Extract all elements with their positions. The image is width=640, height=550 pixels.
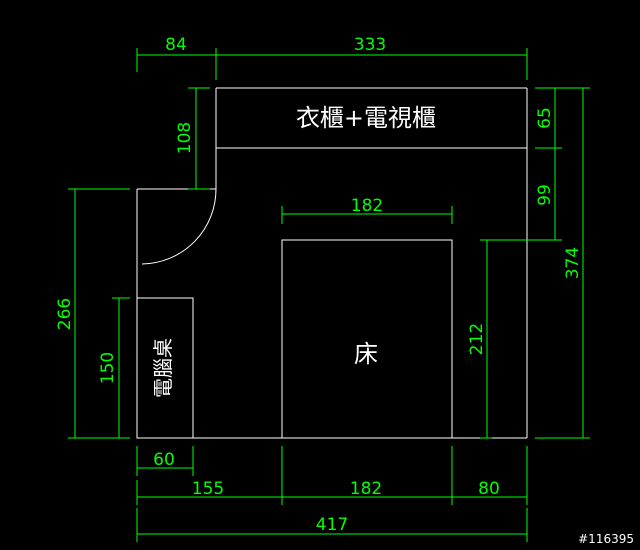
dim-108: 108 bbox=[175, 122, 195, 154]
dim-182-bottom: 182 bbox=[350, 479, 382, 499]
dim-80: 80 bbox=[478, 479, 500, 499]
dim-top-right: 333 bbox=[354, 35, 386, 55]
dim-60: 60 bbox=[153, 450, 175, 470]
dim-bed-width-label: 182 bbox=[351, 196, 383, 216]
dim-desk-height: 150 bbox=[98, 297, 130, 439]
computer-desk: 電腦桌 bbox=[136, 297, 194, 439]
dim-bottom-total: 417 bbox=[136, 508, 528, 542]
dim-top: 84 333 bbox=[136, 35, 528, 80]
dim-266: 266 bbox=[55, 298, 75, 330]
dim-right: 65 99 374 bbox=[488, 87, 590, 439]
dim-150: 150 bbox=[98, 352, 118, 384]
dim-374: 374 bbox=[563, 247, 583, 279]
bed: 床 bbox=[281, 239, 453, 439]
watermark-text: #116395 bbox=[578, 532, 634, 546]
door-swing bbox=[141, 188, 217, 265]
dim-417: 417 bbox=[316, 515, 348, 535]
dim-99: 99 bbox=[535, 184, 555, 206]
desk-label: 電腦桌 bbox=[151, 338, 175, 398]
dim-wardrobe-depth: 108 bbox=[175, 87, 210, 190]
dim-bed-width: 182 bbox=[281, 196, 453, 224]
bed-label: 床 bbox=[354, 340, 378, 368]
wardrobe-label: 衣櫃+電視櫃 bbox=[296, 104, 436, 132]
dim-155: 155 bbox=[192, 479, 224, 499]
dim-top-left: 84 bbox=[165, 35, 187, 55]
dim-65: 65 bbox=[535, 107, 555, 129]
dim-212: 212 bbox=[467, 323, 487, 355]
dim-desk-width: 60 bbox=[136, 446, 194, 476]
dim-bottom: 155 182 80 bbox=[136, 446, 528, 505]
wardrobe-cabinet: 衣櫃+電視櫃 bbox=[216, 104, 527, 149]
dim-bed-length: 212 bbox=[467, 239, 492, 439]
